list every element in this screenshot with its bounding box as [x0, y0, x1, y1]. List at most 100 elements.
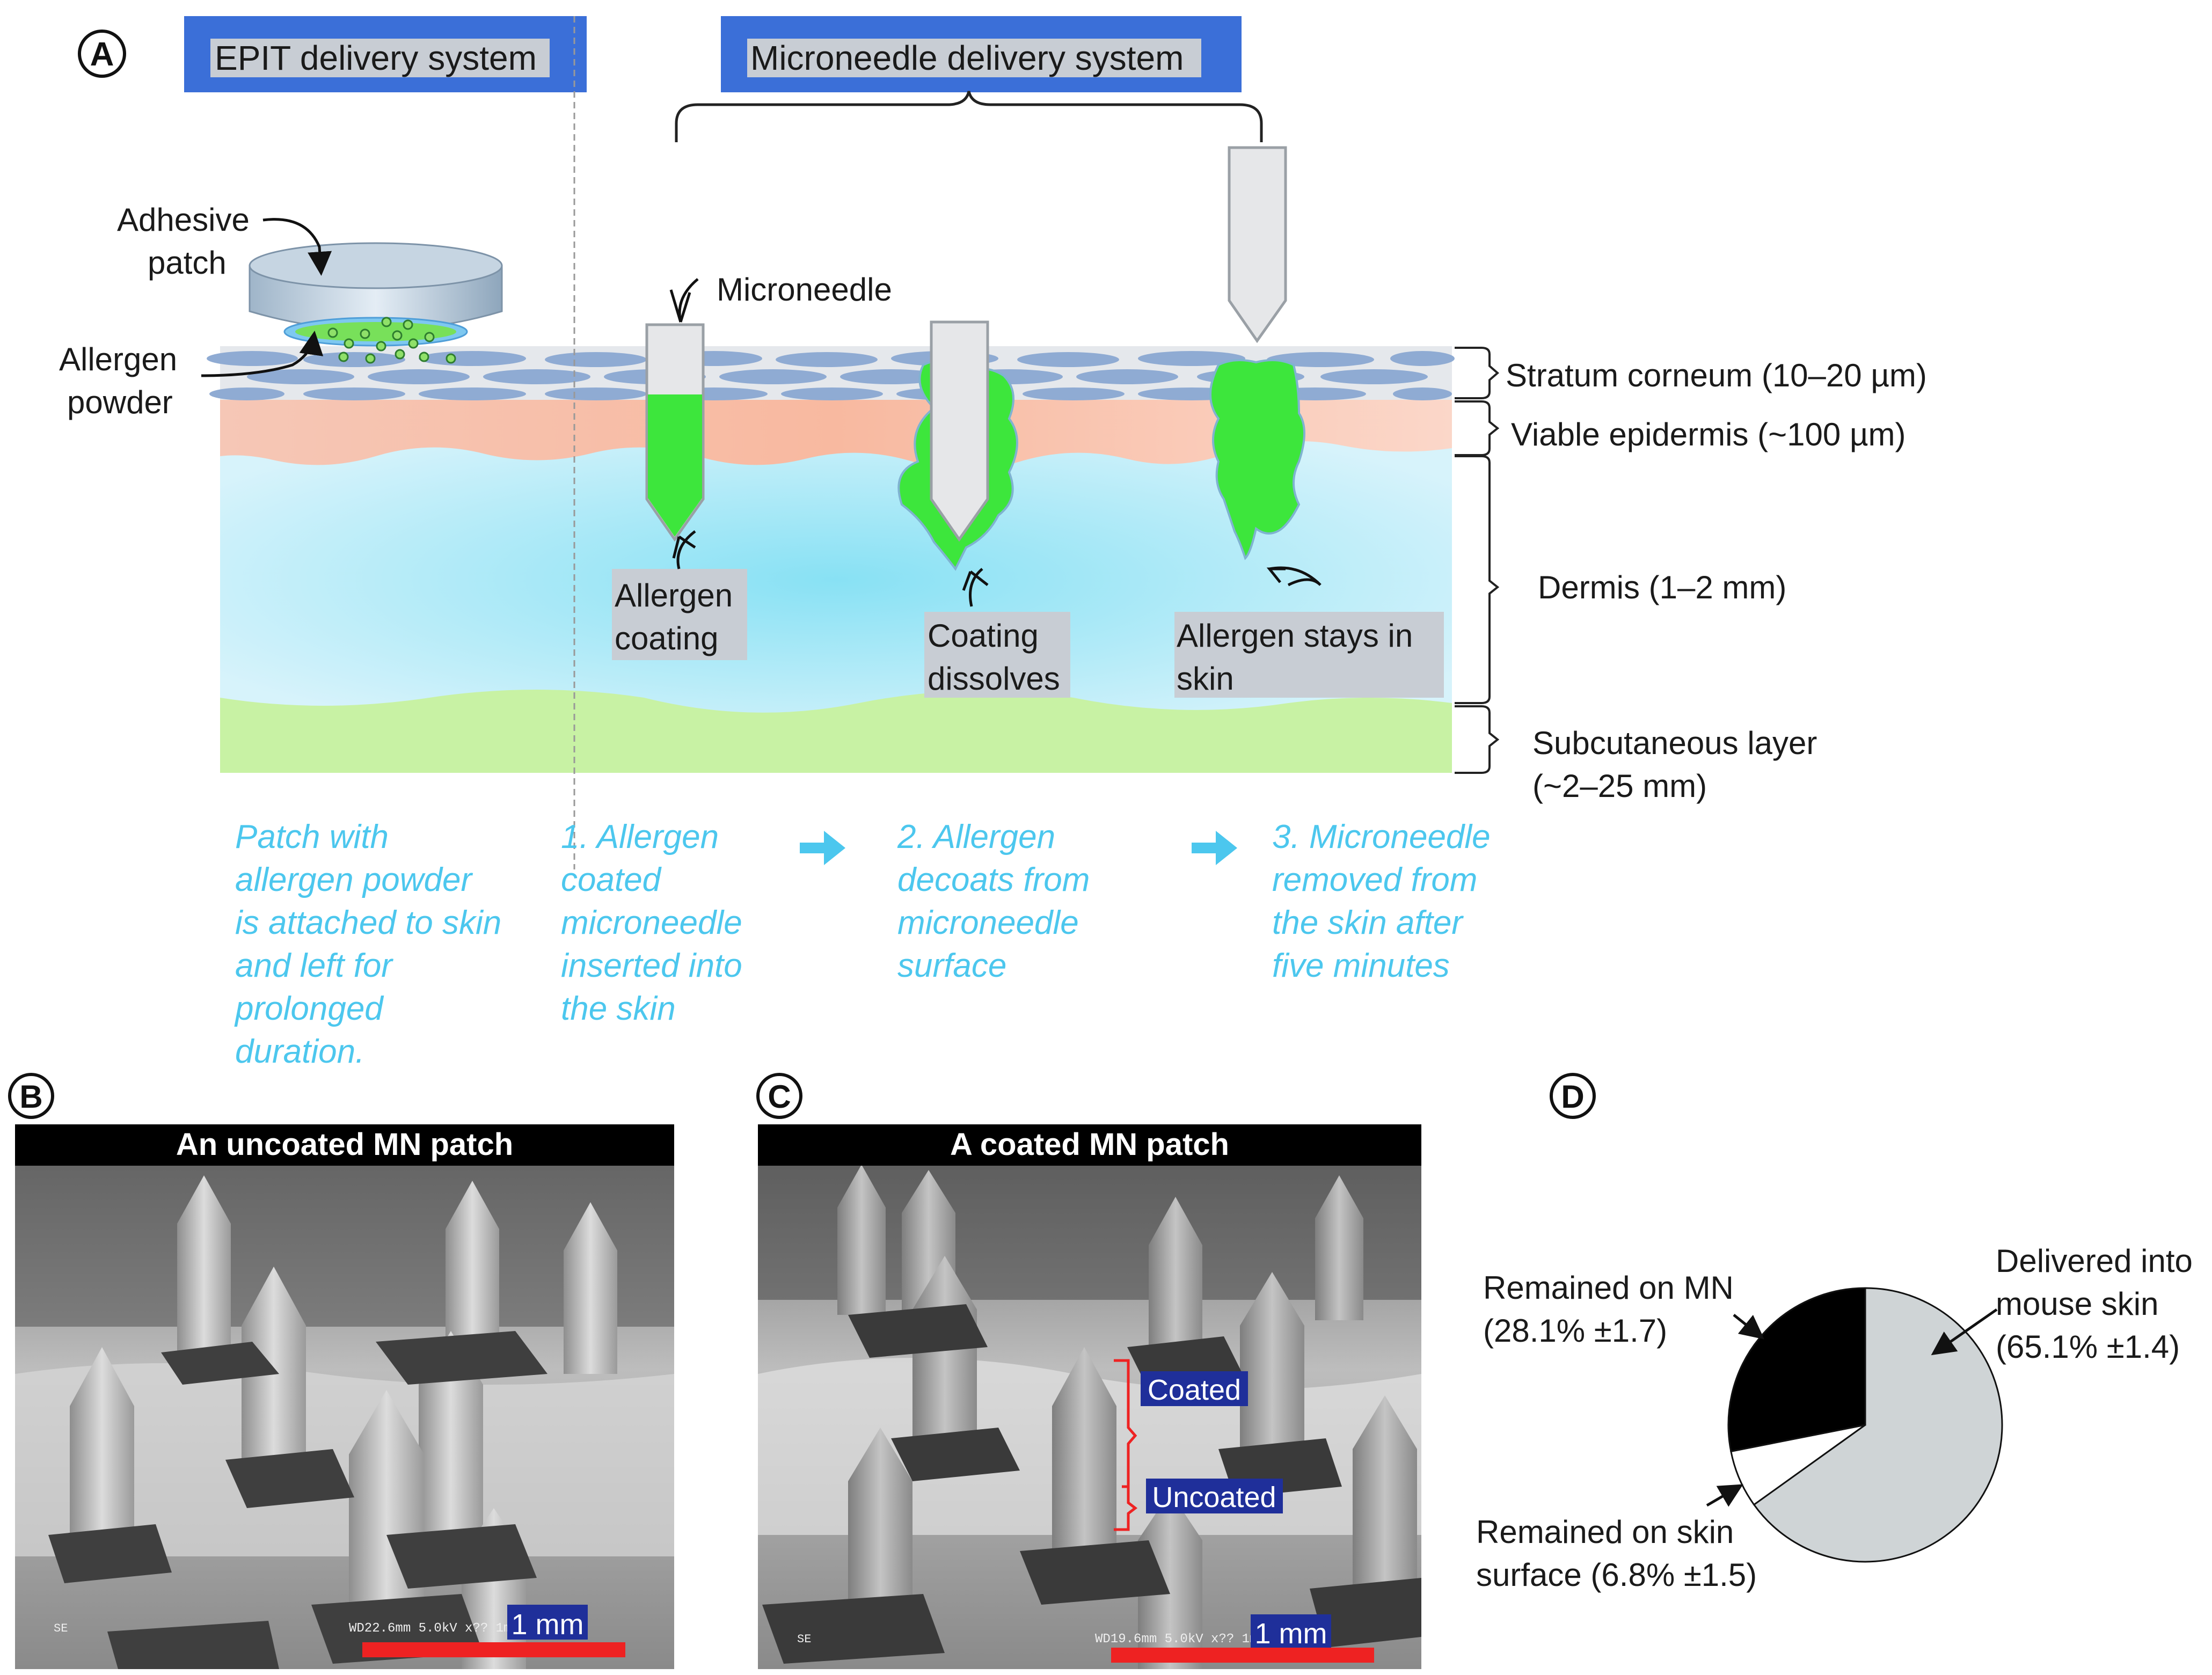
caption-epit-line1: Patch with	[235, 818, 389, 855]
dermis-layer	[220, 417, 1452, 713]
caption-epit-line4: and left for	[235, 947, 393, 984]
sem-readout-b: WD22.6mm 5.0kV x?? 1mm	[349, 1621, 519, 1636]
allergen-coating-line1: Allergen	[615, 577, 733, 613]
dermis-label: Dermis (1–2 mm)	[1538, 569, 1786, 605]
label-delivered-line3: (65.1% ±1.4)	[1996, 1329, 2180, 1365]
coated-label-bg	[1141, 1371, 1248, 1406]
coating-dissolves-arrow	[962, 568, 989, 607]
sem-se-label-c: SE	[797, 1633, 811, 1646]
mn-header: Microneedle delivery system	[750, 39, 1184, 77]
epidermis-layer	[220, 397, 1452, 470]
coating-dissolves-label-bg	[924, 612, 1070, 698]
panel-c-letter: C	[768, 1079, 791, 1115]
allergen-coating-label-bg	[612, 569, 747, 660]
layer-brackets	[1455, 347, 1500, 774]
coated-title-bar	[758, 1124, 1421, 1166]
uncoated-title-bar	[15, 1124, 674, 1166]
allergen-stays-line1: Allergen stays in	[1177, 618, 1413, 654]
caption-step1-line4: inserted into	[561, 947, 742, 984]
caption-step2: 2. Allergen decoats from microneedle sur…	[897, 818, 1090, 984]
adhesive-patch	[249, 242, 503, 364]
allergen-stays-line2: skin	[1177, 661, 1234, 697]
caption-epit-line3: is attached to skin	[235, 904, 501, 941]
scale-label-c: 1 mm	[1255, 1618, 1327, 1650]
caption-step1-line5: the skin	[561, 990, 676, 1027]
coated-label: Coated	[1148, 1374, 1241, 1406]
caption-step3-line3: the skin after	[1272, 904, 1464, 941]
sem-se-label-b: SE	[54, 1622, 68, 1635]
coated-title: A coated MN patch	[950, 1127, 1229, 1162]
panel-d: D Remained on MN (28.1% ±1.7) Delivered …	[1476, 1073, 2193, 1593]
allergen-powder-particles	[327, 317, 456, 364]
microneedle-step1	[645, 323, 705, 542]
mn-header-text-bg	[747, 39, 1201, 77]
epit-header-text-bg	[210, 39, 550, 77]
uncoated-label: Uncoated	[1152, 1481, 1276, 1513]
label-remained-skin-line2: surface (6.8% ±1.5)	[1476, 1557, 1757, 1593]
panel-d-letter: D	[1561, 1079, 1584, 1115]
sem-coated-structures	[758, 1166, 1421, 1669]
caption-step3: 3. Microneedle removed from the skin aft…	[1272, 818, 1491, 984]
microneedle-label: Microneedle	[717, 272, 892, 308]
caption-step1: 1. Allergen coated microneedle inserted …	[561, 818, 742, 1027]
caption-step2-line3: microneedle	[897, 904, 1079, 941]
uncoated-title: An uncoated MN patch	[176, 1127, 513, 1162]
caption-step2-line1: 2. Allergen	[897, 818, 1055, 855]
allergen-powder-label-line2: powder	[67, 384, 173, 420]
label-delivered-line2: mouse skin	[1996, 1286, 2158, 1322]
caption-epit: Patch with allergen powder is attached t…	[234, 818, 501, 1070]
caption-epit-line6: duration.	[235, 1033, 364, 1070]
label-remained-skin-line1: Remained on skin	[1476, 1514, 1734, 1550]
sem-uncoated-structures	[15, 1166, 674, 1669]
label-remained-mn-line1: Remained on MN	[1483, 1270, 1734, 1306]
caption-step2-line4: surface	[897, 947, 1006, 984]
panel-d-circle	[1550, 1073, 1596, 1119]
microneedle-arrowhead	[669, 289, 691, 323]
caption-step1-line1: 1. Allergen	[561, 818, 719, 855]
mn-brace	[675, 91, 1263, 142]
panel-a-letter: A	[90, 36, 114, 73]
allergen-stays-arrow	[1266, 566, 1322, 587]
allergen-powder-label-line1: Allergen	[59, 341, 177, 377]
allergen-coating-arrow	[672, 530, 696, 569]
adhesive-label-line2: patch	[148, 245, 227, 281]
caption-step1-line2: coated	[561, 861, 662, 898]
allergen-coating-line2: coating	[615, 620, 718, 656]
scale-bar-c	[1111, 1648, 1374, 1663]
epit-header: EPIT delivery system	[215, 39, 537, 77]
allergen-stays-label-bg	[1174, 612, 1444, 698]
caption-step3-line2: removed from	[1272, 861, 1477, 898]
scale-label-bg-c	[1251, 1614, 1331, 1649]
label-remained-mn-line2: (28.1% ±1.7)	[1483, 1313, 1667, 1349]
arrow-delivered	[1931, 1308, 1998, 1356]
microneedle-step3	[1209, 146, 1305, 560]
adhesive-label-line1: Adhesive	[117, 202, 250, 238]
subcutaneous-label-line2: (~2–25 mm)	[1532, 768, 1707, 804]
subcutaneous-label-line1: Subcutaneous layer	[1532, 725, 1817, 761]
coating-dissolves-line1: Coating	[928, 618, 1039, 654]
caption-step2-line2: decoats from	[897, 861, 1090, 898]
step-arrow-2	[1192, 831, 1237, 865]
arrow-remained-mn	[1733, 1314, 1765, 1340]
allergen-powder-arrow	[201, 331, 324, 377]
panel-b: B	[8, 1073, 674, 1669]
pie-slice-delivered-into-mouse-skin	[1753, 1287, 2003, 1563]
uncoated-bracket	[1114, 1485, 1138, 1531]
panel-a: A EPIT delivery system Microneedle deliv…	[59, 16, 1927, 1070]
caption-step3-line1: 3. Microneedle	[1272, 818, 1491, 855]
scale-label-b: 1 mm	[512, 1608, 584, 1641]
pie-chart	[1727, 1287, 2003, 1563]
coating-dissolves-line2: dissolves	[928, 661, 1060, 697]
viable-epidermis-label: Viable epidermis (~100 µm)	[1511, 416, 1906, 452]
caption-step1-line3: microneedle	[561, 904, 742, 941]
caption-step3-line4: five minutes	[1272, 947, 1450, 984]
scale-bar-b	[362, 1642, 625, 1657]
step-arrow-1	[800, 831, 845, 865]
scale-label-bg-b	[507, 1605, 588, 1640]
adhesive-arrow	[262, 218, 332, 276]
coated-bracket	[1114, 1359, 1137, 1487]
panel-c: C	[756, 1073, 1421, 1669]
sem-readout-c: WD19.6mm 5.0kV x?? 1mm	[1095, 1632, 1265, 1647]
uncoated-label-bg	[1146, 1479, 1283, 1513]
